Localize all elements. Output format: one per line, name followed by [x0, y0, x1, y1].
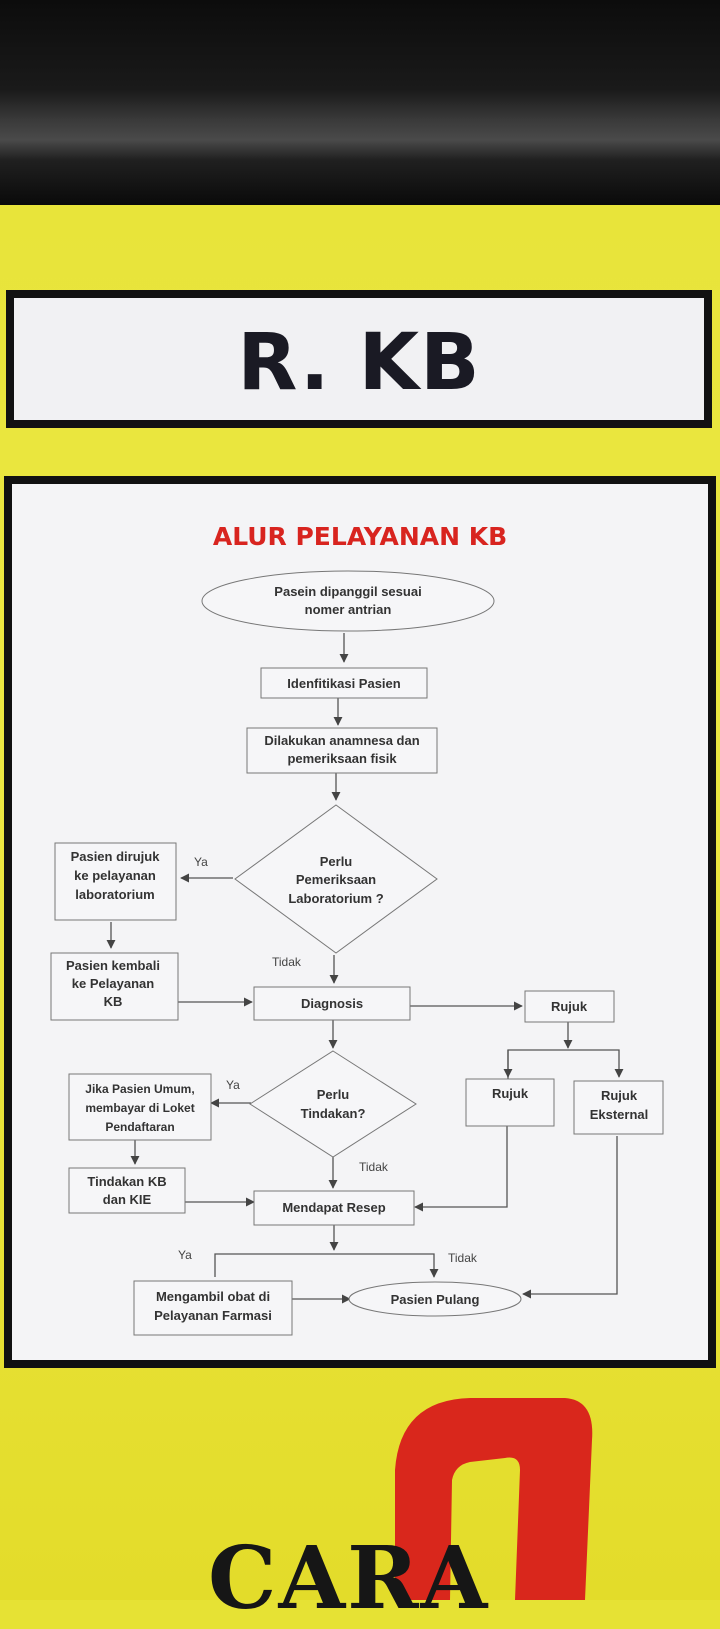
refer-external-line-2: Eksternal	[590, 1107, 649, 1122]
lab-return-node: Pasien kembali ke Pelayanan KB	[50, 952, 179, 1021]
diagnosis-node: Diagnosis	[253, 986, 411, 1021]
lab-referral-line-2: ke pelayanan	[74, 868, 156, 883]
anamnesa-line-1: Dilakukan anamnesa dan	[264, 733, 419, 748]
payment-line-1: Jika Pasien Umum,	[85, 1082, 194, 1096]
start-node: Pasein dipanggil sesuai nomer antrian	[201, 570, 495, 632]
refer-node: Rujuk	[524, 990, 615, 1023]
cara-logo-text: CARA	[208, 1528, 490, 1629]
end-line-1: Pasien Pulang	[391, 1292, 480, 1307]
lab-return-line-2: ke Pelayanan	[72, 976, 154, 991]
dark-frame-top	[0, 0, 720, 210]
lab-return-line-1: Pasien kembali	[66, 958, 160, 973]
identify-node: Idenfitikasi Pasien	[260, 667, 428, 699]
kb-action-node: Tindakan KB dan KIE	[68, 1167, 186, 1214]
anamnesa-line-2: pemeriksaan fisik	[287, 751, 397, 766]
start-line-1: Pasein dipanggil sesuai	[274, 584, 421, 599]
flow-connectors	[106, 633, 624, 1304]
rx-no-label: Tidak	[448, 1251, 478, 1265]
lab-decision-node: Perlu Pemeriksaan Laboratorium ?	[234, 804, 438, 954]
refer-external-line-1: Rujuk	[601, 1088, 638, 1103]
pharmacy-line-2: Pelayanan Farmasi	[154, 1308, 272, 1323]
start-line-2: nomer antrian	[305, 602, 392, 617]
room-title: R. KB	[237, 318, 481, 408]
identify-line-1: Idenfitikasi Pasien	[287, 676, 400, 691]
payment-node: Jika Pasien Umum, membayar di Loket Pend…	[68, 1073, 212, 1141]
cara-logo-mark	[395, 1398, 593, 1600]
lab-decision-line-3: Laboratorium ?	[288, 891, 383, 906]
lab-referral-node: Pasien dirujuk ke pelayanan laboratorium	[54, 842, 177, 921]
anamnesa-node: Dilakukan anamnesa dan pemeriksaan fisik	[246, 727, 438, 774]
refer-line-1: Rujuk	[551, 999, 588, 1014]
action-decision-line-1: Perlu	[317, 1087, 350, 1102]
room-sign: R. KB	[6, 290, 712, 428]
payment-line-3: Pendaftaran	[105, 1120, 174, 1134]
lab-referral-line-3: laboratorium	[75, 887, 154, 902]
rx-yes-label: Ya	[178, 1248, 192, 1262]
pharmacy-line-1: Mengambil obat di	[156, 1289, 270, 1304]
lab-decision-line-1: Perlu	[320, 854, 353, 869]
payment-line-2: membayar di Loket	[85, 1101, 194, 1115]
flowchart-heading: ALUR PELAYANAN KB	[212, 522, 508, 551]
lab-return-line-3: KB	[104, 994, 123, 1009]
kb-action-line-1: Tindakan KB	[87, 1174, 166, 1189]
refer-internal-node: Rujuk	[465, 1078, 555, 1127]
action-decision-line-2: Tindakan?	[301, 1106, 366, 1121]
pharmacy-node: Mengambil obat di Pelayanan Farmasi	[133, 1280, 293, 1336]
lab-yes-label: Ya	[194, 855, 208, 869]
diagnosis-line-1: Diagnosis	[301, 996, 363, 1011]
action-yes-label: Ya	[226, 1078, 240, 1092]
action-no-label: Tidak	[359, 1160, 389, 1174]
prescription-node: Mendapat Resep	[253, 1190, 415, 1226]
prescription-line-1: Mendapat Resep	[282, 1200, 385, 1215]
kb-action-line-2: dan KIE	[103, 1192, 152, 1207]
lab-decision-line-2: Pemeriksaan	[296, 872, 376, 887]
refer-internal-line-1: Rujuk	[492, 1086, 529, 1101]
lab-referral-line-1: Pasien dirujuk	[71, 849, 161, 864]
refer-external-node: Rujuk Eksternal	[573, 1080, 664, 1135]
action-decision-node: Perlu Tindakan?	[249, 1050, 417, 1158]
lab-no-label: Tidak	[272, 955, 302, 969]
end-node: Pasien Pulang	[348, 1281, 522, 1317]
